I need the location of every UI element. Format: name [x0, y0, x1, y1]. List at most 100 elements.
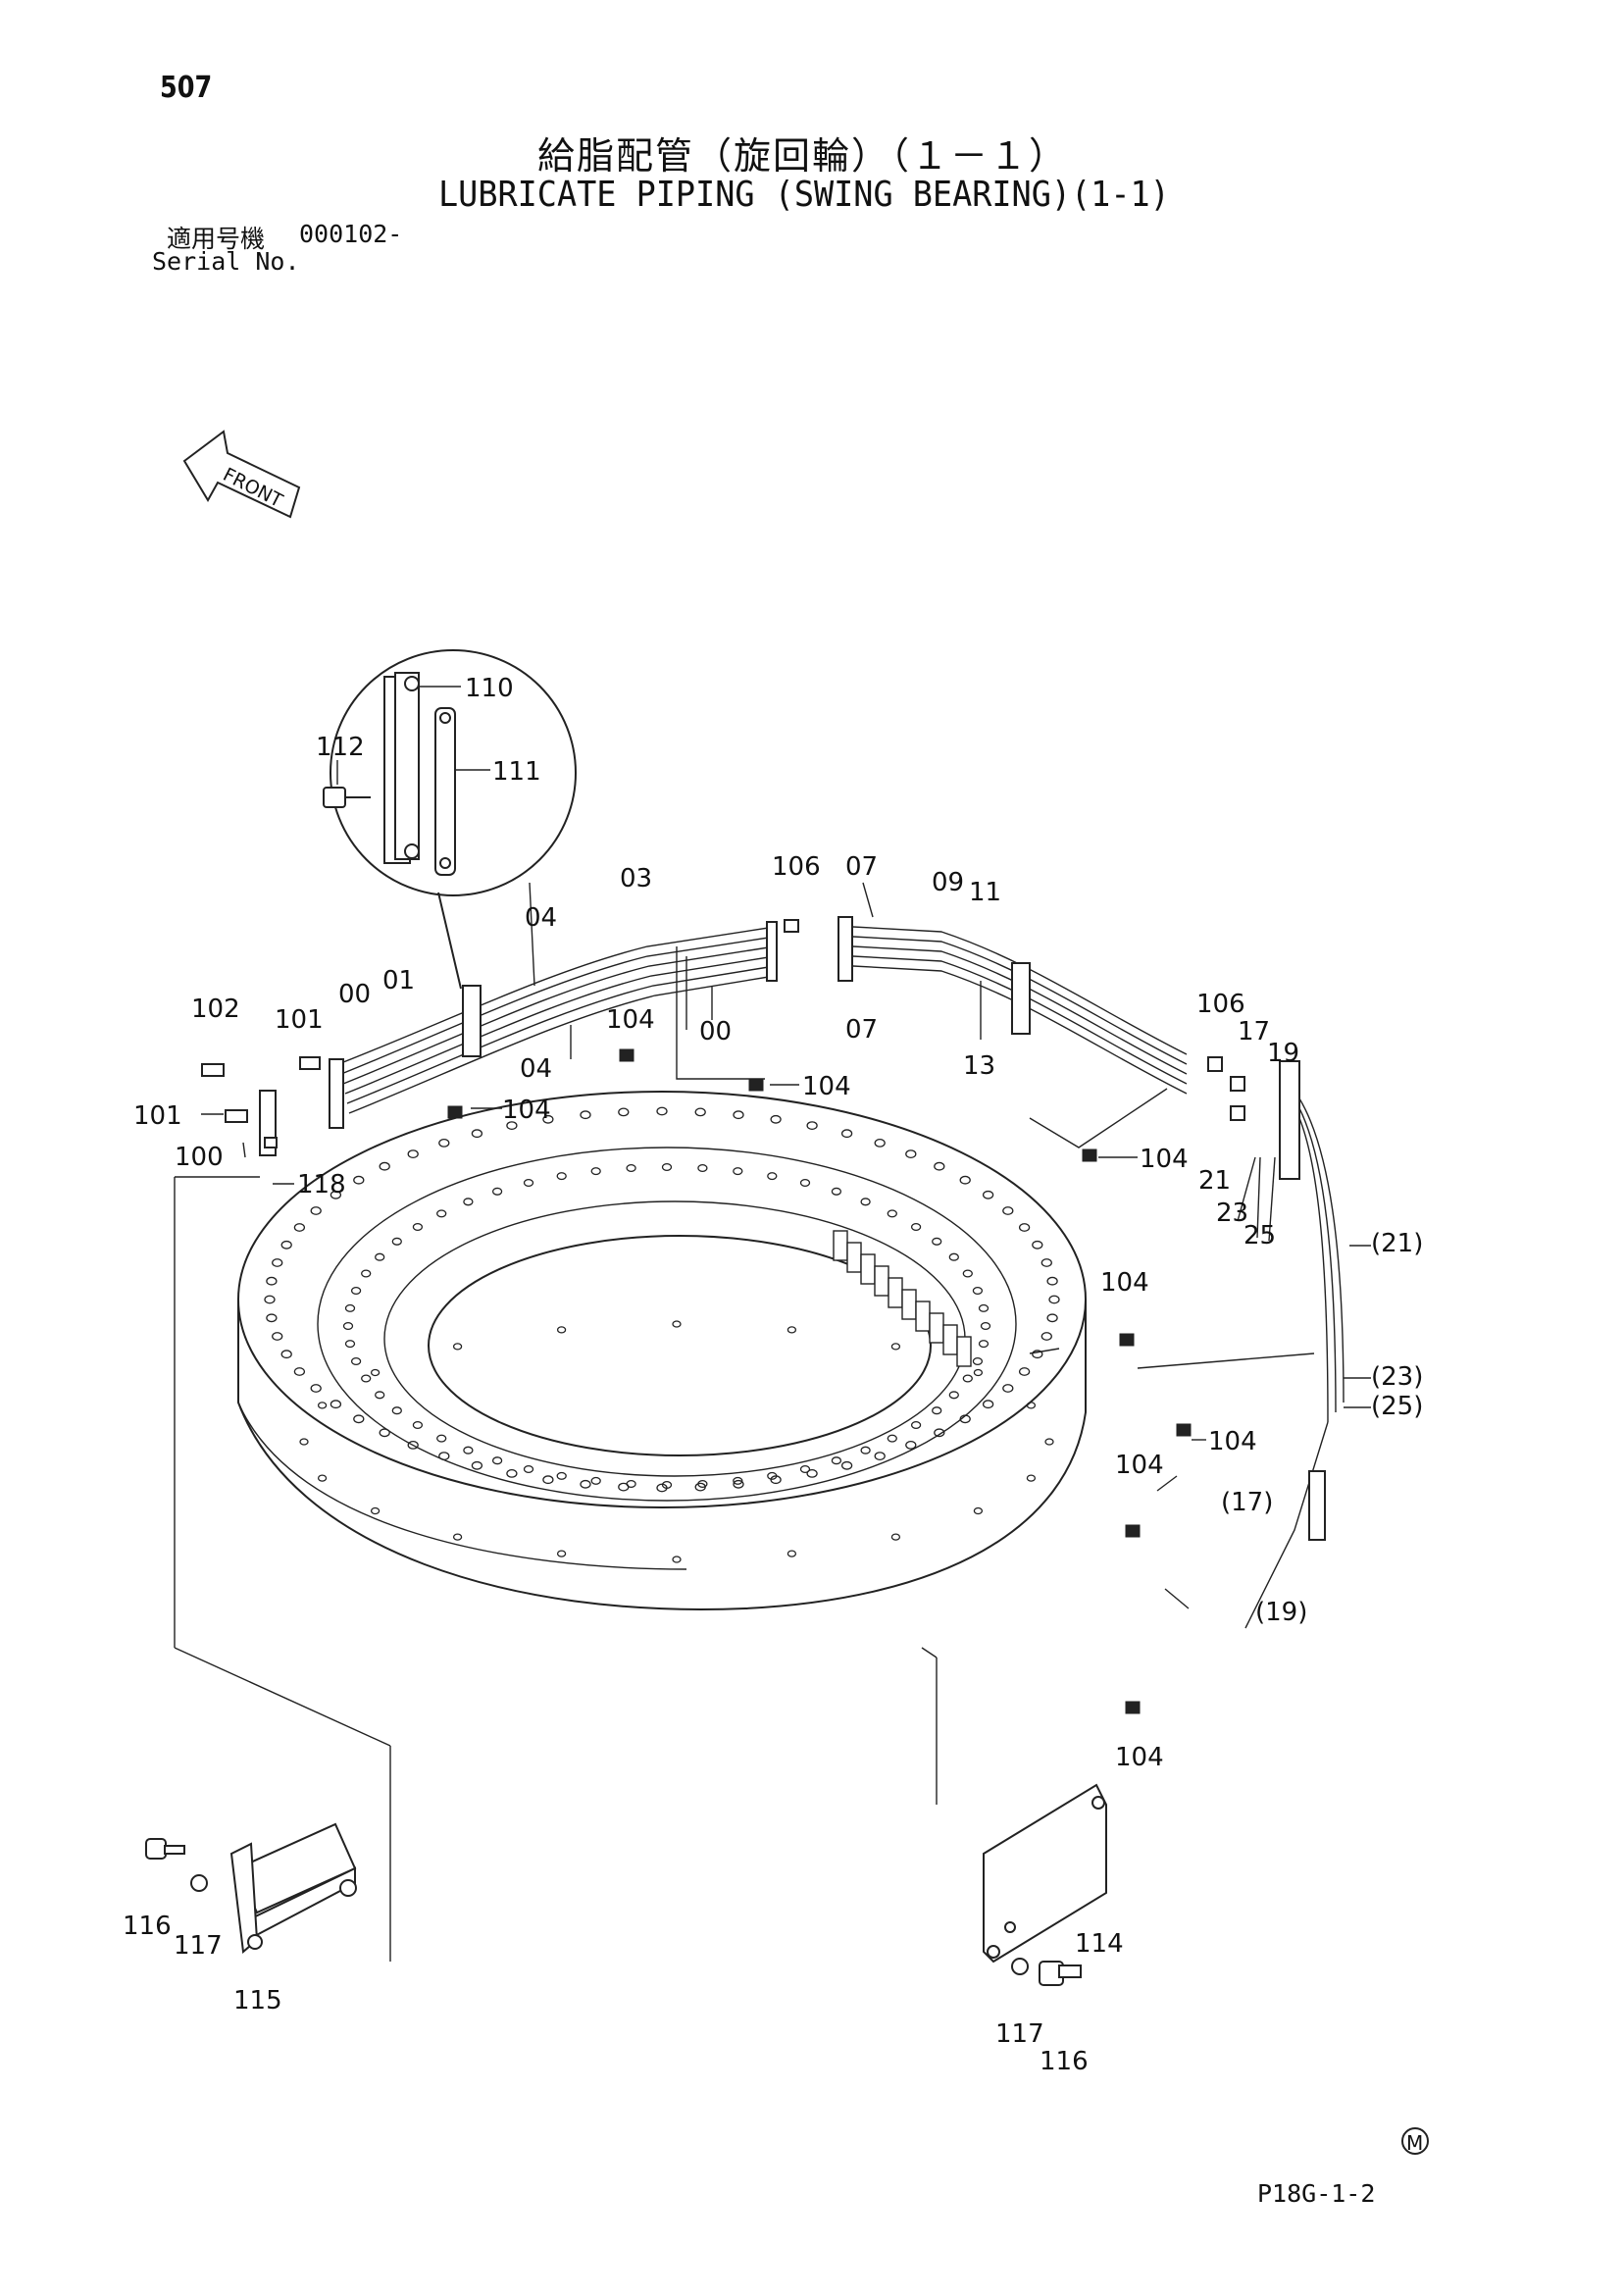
bolt-hole	[506, 1469, 518, 1478]
bolt-hole	[787, 1326, 797, 1334]
bolt-hole	[463, 1446, 474, 1454]
callout-117-right: 117	[995, 2019, 1044, 2049]
gear-tooth	[929, 1312, 944, 1344]
cover-114	[983, 1783, 1107, 1986]
gear-tooth	[874, 1265, 889, 1297]
bolt-hole	[959, 1414, 971, 1424]
bolt-hole	[523, 1178, 534, 1188]
bolt-hole	[799, 1464, 811, 1474]
callout-104-d: 104	[1140, 1145, 1189, 1174]
callout-23: 23	[1216, 1199, 1248, 1228]
bolt-hole	[330, 1190, 342, 1199]
callout-13: 13	[963, 1051, 995, 1081]
gear-tooth	[846, 1242, 862, 1273]
bolt-hole	[353, 1175, 365, 1185]
bolt-hole	[733, 1476, 743, 1485]
bolt-hole	[463, 1198, 474, 1206]
bolt-hole	[860, 1198, 871, 1206]
callout-106-right: 106	[1196, 990, 1245, 1019]
callout-110: 110	[465, 674, 514, 703]
drawing-code: P18G-1-2	[1257, 2179, 1376, 2208]
bolt-hole	[1048, 1295, 1060, 1304]
bolt-hole	[379, 1428, 390, 1438]
bolt-hole	[1002, 1206, 1014, 1215]
bolt-hole	[266, 1276, 278, 1286]
bolt-hole	[471, 1129, 483, 1139]
bolt-hole	[831, 1456, 842, 1465]
bolt-hole	[1040, 1258, 1052, 1267]
bolt-hole	[293, 1223, 306, 1232]
bracket-115	[145, 1822, 357, 1954]
gear-tooth	[915, 1301, 931, 1332]
gear-tooth	[860, 1253, 876, 1285]
bolt-hole	[948, 1391, 959, 1400]
bolt-hole	[344, 1303, 356, 1312]
callout-04-lower: 04	[520, 1054, 552, 1084]
bolt-hole	[506, 1121, 518, 1130]
callout-100: 100	[175, 1143, 224, 1172]
callout-09: 09	[932, 868, 964, 897]
callout-104-a: 104	[606, 1005, 655, 1035]
bolt-hole	[806, 1469, 818, 1478]
bolt-hole	[1026, 1474, 1037, 1482]
title-english: LUBRICATE PIPING (SWING BEARING)(1-1)	[438, 175, 1170, 215]
bolt-hole	[1026, 1402, 1037, 1409]
callout-17: 17	[1238, 1017, 1270, 1046]
bolt-hole	[280, 1240, 292, 1250]
footer-mark: M	[1406, 2131, 1423, 2155]
bolt-hole	[1018, 1223, 1031, 1232]
gear-tooth	[901, 1289, 917, 1320]
bolt-hole	[978, 1340, 990, 1349]
bolt-hole	[379, 1161, 390, 1171]
callout-104-c: 104	[802, 1072, 851, 1101]
bolt-hole	[656, 1106, 668, 1116]
callout-102: 102	[191, 995, 240, 1024]
bolt-hole	[272, 1258, 283, 1267]
callout-25: 25	[1243, 1221, 1276, 1250]
bolt-hole	[590, 1167, 601, 1176]
bolt-hole	[280, 1350, 292, 1359]
bolt-hole	[697, 1163, 708, 1173]
callout-00-left: 00	[338, 980, 371, 1009]
bolt-hole	[840, 1460, 853, 1470]
bolt-hole	[770, 1114, 782, 1124]
bolt-hole	[299, 1438, 309, 1446]
title-japanese: 給脂配管（旋回輪）（１－１）	[537, 134, 1069, 178]
callout-117-left: 117	[174, 1931, 223, 1961]
pipes-right	[837, 916, 1345, 1629]
bolt-hole	[342, 1321, 354, 1331]
bolt-hole	[1046, 1276, 1058, 1286]
callout-19: 19	[1267, 1039, 1299, 1068]
bolt-hole	[370, 1506, 381, 1515]
callout-118: 118	[297, 1170, 346, 1199]
bolt-hole	[733, 1167, 743, 1176]
bolt-hole	[590, 1476, 601, 1485]
bolt-hole	[293, 1367, 306, 1376]
bolt-hole	[1044, 1438, 1054, 1446]
serial-number-value: 000102-	[299, 220, 403, 248]
bolt-hole	[672, 1320, 682, 1328]
bolt-hole	[1046, 1313, 1058, 1323]
leader-lines	[174, 882, 1371, 1962]
callout-104-b: 104	[502, 1096, 551, 1125]
bolt-hole	[407, 1441, 419, 1450]
bolt-hole	[471, 1460, 483, 1470]
callout-07-upper: 07	[845, 852, 878, 882]
bolt-hole	[905, 1149, 917, 1158]
bolt-hole	[353, 1414, 365, 1424]
bolt-hole	[672, 1556, 682, 1563]
callout-01: 01	[382, 966, 415, 995]
bolt-hole	[310, 1384, 322, 1393]
bolt-hole	[934, 1161, 945, 1171]
bolt-hole	[661, 1162, 673, 1172]
bolt-hole	[407, 1149, 419, 1158]
bolt-hole	[890, 1343, 901, 1351]
bolt-hole	[1032, 1240, 1043, 1250]
bolt-hole	[694, 1107, 706, 1117]
bolt-hole	[272, 1332, 283, 1341]
callout-115: 115	[233, 1986, 282, 2015]
bolt-hole	[910, 1222, 922, 1232]
callout-17-ref: (17)	[1221, 1488, 1273, 1517]
bolt-hole	[317, 1402, 328, 1409]
bolt-hole	[932, 1237, 942, 1246]
